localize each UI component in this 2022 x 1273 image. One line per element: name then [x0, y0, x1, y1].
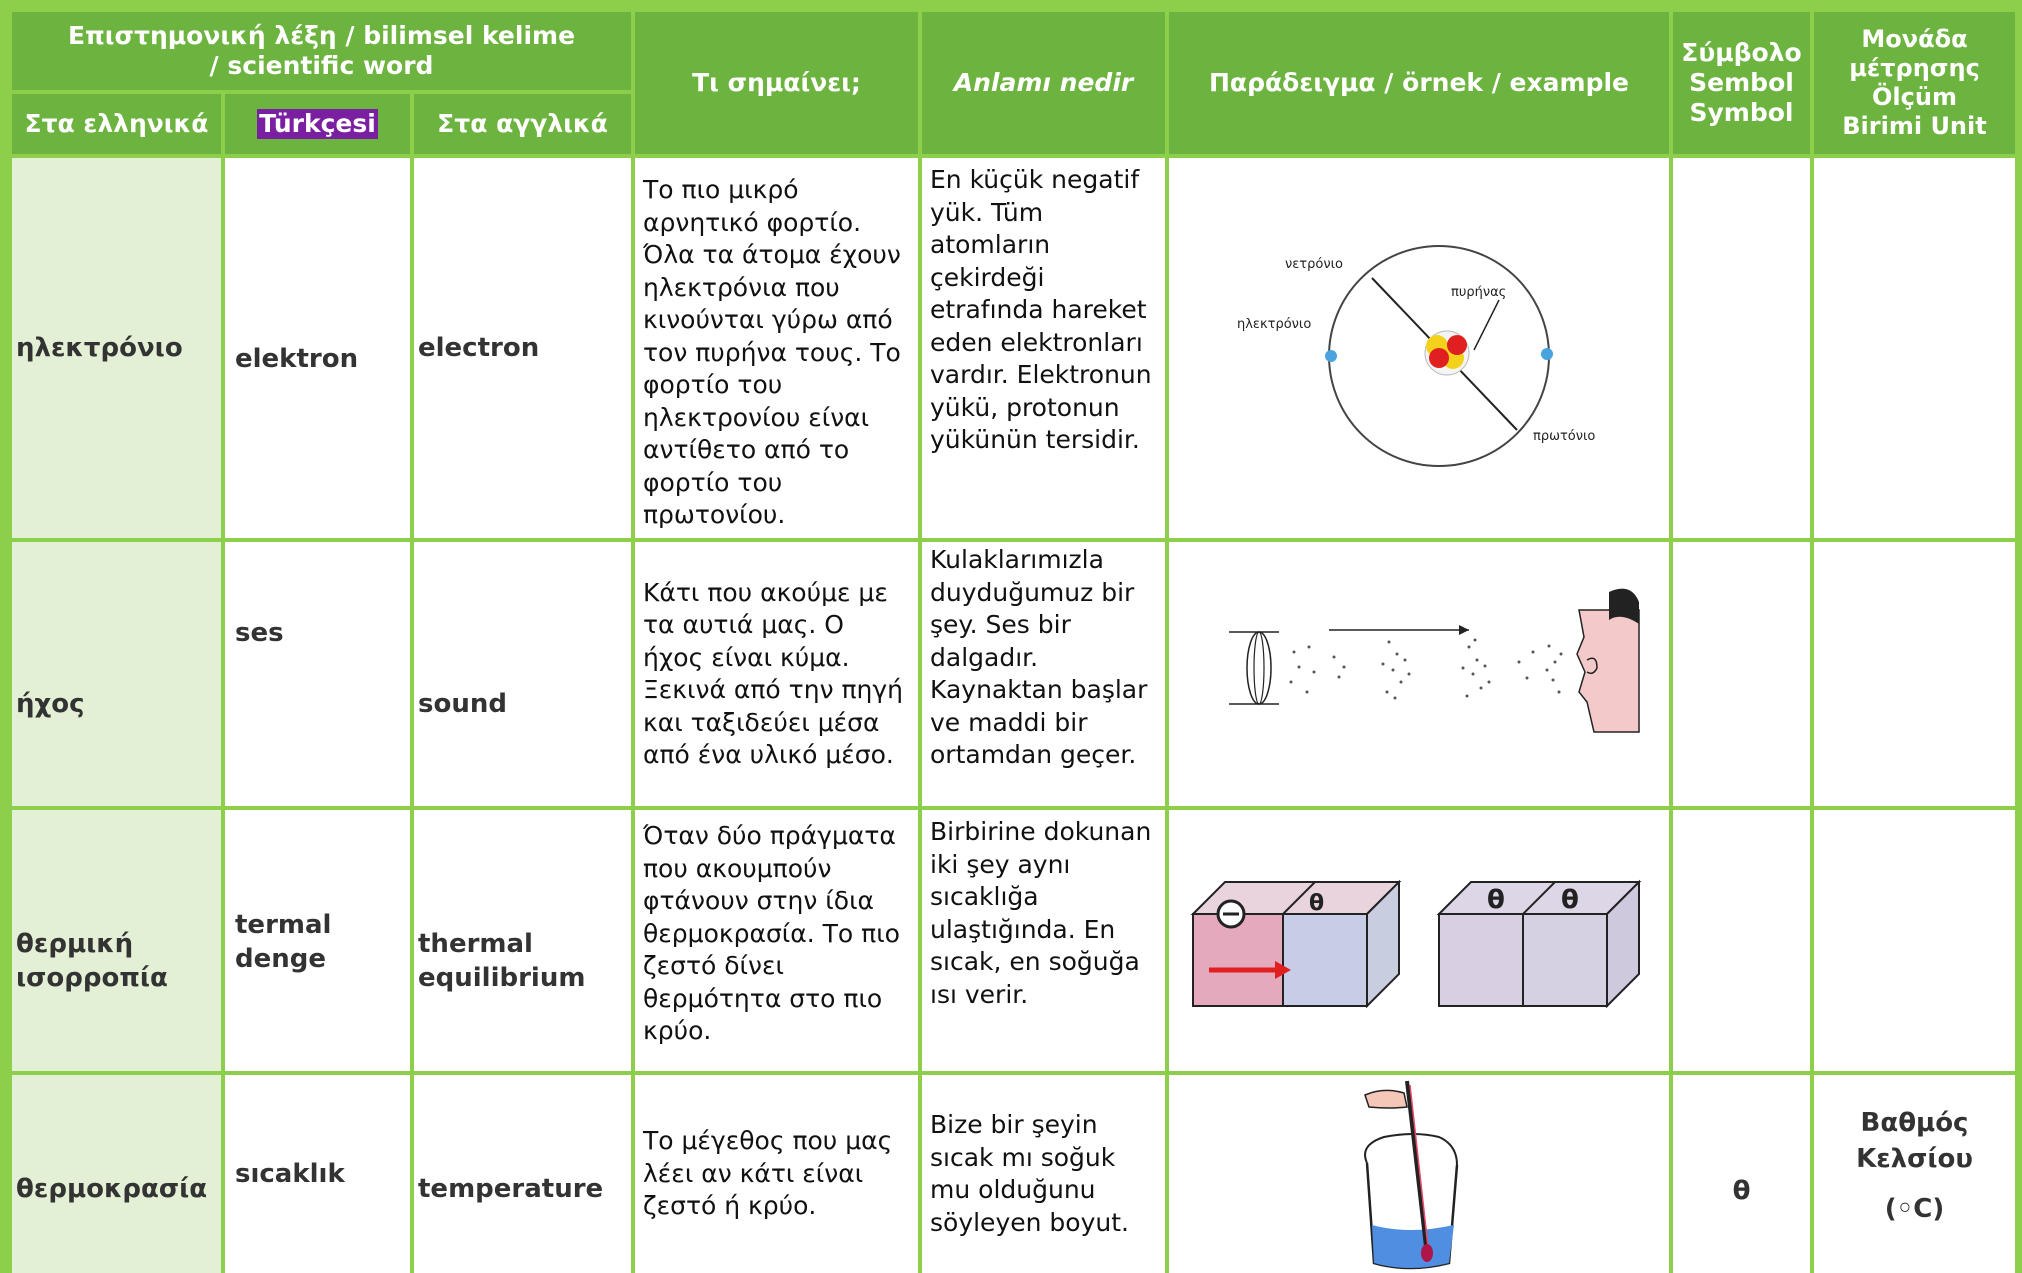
row2-english: sound — [414, 542, 631, 806]
row1-unit — [1814, 158, 2015, 538]
row3-greek: θερμική ισορροπία — [12, 810, 221, 1071]
row3-turkish: termal denge — [225, 810, 410, 1071]
row3-unit — [1814, 810, 2015, 1071]
row1-symbol — [1673, 158, 1810, 538]
row2-unit — [1814, 542, 2015, 806]
row1-english: electron — [414, 158, 631, 538]
header-example: Παράδειγμα / örnek / example — [1169, 12, 1669, 154]
theta-label-right: θ — [1561, 885, 1579, 915]
thermal-blocks-diagram: θ θ θ — [1190, 879, 1642, 1009]
unit-line2: Κελσίου — [1856, 1144, 1973, 1174]
electron-label: ηλεκτρόνιο — [1237, 317, 1311, 332]
electron-dot-left — [1325, 350, 1337, 362]
header-meaning-greek: Τι σημαίνει; — [635, 12, 918, 154]
row4-meaning-turkish: Bize bir şeyin sıcak mı soğuk mu olduğun… — [922, 1075, 1165, 1273]
row2-greek: ήχος — [12, 542, 221, 806]
unit-line1: Βαθμός — [1860, 1108, 1969, 1138]
header-meaning-turkish: Anlamı nedir — [922, 12, 1165, 154]
row1-meaning-turkish: En küçük negatif yük. Tüm atomların çeki… — [922, 158, 1165, 538]
row2-turkish: ses — [225, 542, 410, 806]
header-greek: Στα ελληνικά — [12, 94, 221, 154]
row2-meaning-turkish: Kulaklarımızla duyduğumuz bir şey. Ses b… — [922, 542, 1165, 806]
header-english: Στα αγγλικά — [414, 94, 631, 154]
row3-example: θ θ θ — [1169, 810, 1669, 1071]
row4-meaning-greek: Το μέγεθος που μας λέει αν κάτι είναι ζε… — [635, 1075, 918, 1273]
row4-symbol: θ — [1673, 1075, 1810, 1273]
row1-example: νετρόνιο πυρήνας ηλεκτρόνιο πρωτόνιο — [1169, 158, 1669, 538]
row2-meaning-greek: Κάτι που ακούμε με τα αυτιά μας. Ο ήχος … — [635, 542, 918, 806]
theta-label-left: θ — [1309, 891, 1324, 916]
nucleus-label: πυρήνας — [1451, 285, 1506, 300]
row2-example — [1169, 542, 1669, 806]
header-symbol: Σύμβολο Sembol Symbol — [1673, 12, 1810, 154]
row4-example — [1169, 1075, 1669, 1273]
row3-symbol — [1673, 810, 1810, 1071]
row1-turkish: elektron — [225, 158, 410, 538]
atom-diagram: νετρόνιο πυρήνας ηλεκτρόνιο πρωτόνιο — [1237, 245, 1595, 467]
row4-unit: Βαθμός Κελσίου (◦C) — [1814, 1075, 2015, 1273]
row2-symbol — [1673, 542, 1810, 806]
sound-wave-diagram — [1229, 588, 1640, 733]
row4-greek: θερμοκρασία — [12, 1075, 221, 1273]
row4-english: temperature — [414, 1075, 631, 1273]
unit-line3: (◦C) — [1884, 1194, 1945, 1224]
header-turkish-label: Türkçesi — [257, 109, 378, 139]
electron-dot-right — [1541, 348, 1553, 360]
row1-greek: ηλεκτρόνιο — [12, 158, 221, 538]
theta-label-mid: θ — [1487, 885, 1505, 915]
row3-meaning-greek: Όταν δύο πράγματα που ακουμπούν φτάνουν … — [635, 810, 918, 1071]
thermometer-beaker-diagram — [1364, 1080, 1459, 1270]
row3-meaning-turkish: Birbirine dokunan iki şey aynı sıcaklığa… — [922, 810, 1165, 1071]
proton-label: πρωτόνιο — [1533, 429, 1595, 444]
row1-meaning-greek: Το πιο μικρό αρνητικό φορτίο. Όλα τα άτο… — [635, 158, 918, 538]
row4-turkish: sıcaklık — [225, 1075, 410, 1273]
header-scientific-word: Επιστημονική λέξη / bilimsel kelime / sc… — [12, 12, 631, 90]
header-unit: Μονάδα μέτρησης Ölçüm Birimi Unit — [1814, 12, 2015, 154]
row3-english: thermal equilibrium — [414, 810, 631, 1071]
neutron-label: νετρόνιο — [1285, 257, 1343, 272]
header-turkish: Türkçesi — [225, 94, 410, 154]
